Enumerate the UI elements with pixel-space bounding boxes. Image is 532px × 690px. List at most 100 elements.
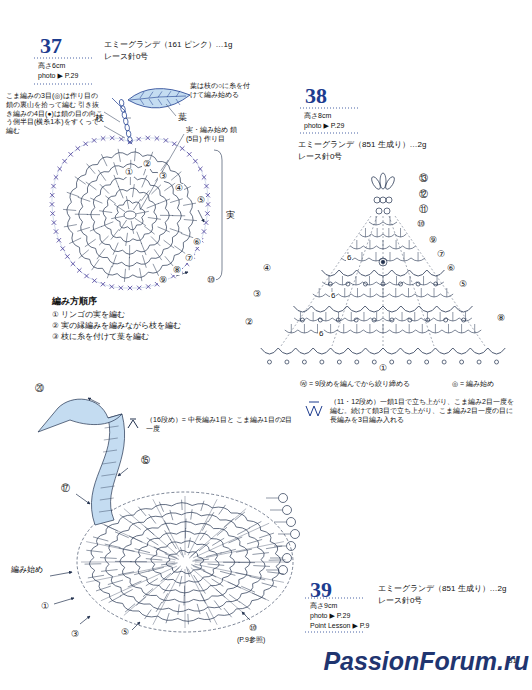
single-crochet-mark [84, 274, 88, 278]
spec-text: 高さ6cm [38, 62, 65, 71]
picot [302, 360, 306, 364]
cone-stitch [414, 312, 415, 321]
cone-stitch [356, 240, 357, 249]
neck-stitch [99, 510, 113, 512]
swan-rib [124, 509, 179, 557]
direction-arrow [242, 612, 250, 620]
single-crochet-mark [101, 136, 105, 140]
spec-text: photo ▶ P.29 [310, 612, 350, 621]
callout-number: ② [244, 318, 254, 327]
swan-stitch-row-stitch [178, 604, 179, 614]
apple-stitch-row [172, 223, 179, 237]
swan-stitch-row-stitch [136, 597, 146, 606]
cone-stitch [319, 288, 320, 297]
apple-stitch-row-stitch [114, 162, 118, 175]
single-crochet-mark [52, 220, 56, 224]
swan-stitch-row-stitch [161, 563, 177, 565]
cone-stitch [369, 276, 370, 285]
leader-line [104, 126, 125, 138]
apple-stitch-row-stitch [135, 148, 136, 161]
swan-stitch-row-stitch [220, 549, 236, 553]
picot [460, 360, 464, 364]
swan-stitch-row-stitch [85, 563, 102, 564]
start-mark [379, 258, 387, 266]
swan-head [38, 399, 122, 432]
apple-stitch-row [173, 194, 179, 208]
cone-stitch [365, 228, 366, 237]
cone-stitch [357, 288, 358, 297]
cone-stitch-row [311, 306, 329, 312]
hook-spec: レース針0号 [378, 596, 422, 606]
swan-stitch-row-stitch [266, 546, 282, 549]
swan-stitch-row-stitch [165, 554, 179, 560]
cone-stitch [325, 312, 326, 321]
single-crochet-mark [198, 167, 202, 171]
neck-stitch [103, 450, 117, 452]
cone-stitch-row [383, 306, 401, 312]
apple-stitch-row [120, 222, 128, 228]
apple-stitch-row-stitch [153, 264, 159, 276]
swan-stitch-row-stitch [229, 594, 240, 602]
swan-stitch-row-stitch [208, 564, 225, 565]
cone-stitch-row [293, 306, 311, 312]
swan-stitch-row [153, 564, 161, 573]
neck-stitch [105, 426, 119, 428]
tail-picot [283, 554, 292, 563]
cone-stitch-row [419, 306, 437, 312]
swan-neck [91, 414, 124, 525]
single-crochet-mark [202, 229, 206, 233]
row-count: 6 [330, 292, 336, 300]
cone-stitch [422, 324, 423, 333]
swan-stitch-row [167, 542, 182, 547]
cone-stitch [446, 288, 447, 297]
top-petal [384, 175, 396, 190]
swan-stitch-row [121, 588, 134, 597]
cone-stitch [435, 324, 436, 333]
apple-stitch-row-stitch [64, 225, 77, 227]
cone-stitch-row [322, 270, 340, 276]
swan-rib [193, 523, 269, 558]
single-crochet-mark [51, 184, 55, 188]
swan-rib [188, 569, 217, 625]
neck-stitch [100, 498, 114, 500]
starting-chain-ring [124, 211, 136, 219]
apple-stitch-row-stitch [111, 216, 124, 219]
swan-stitch-row [109, 594, 122, 604]
apple-stitch-row [150, 185, 160, 195]
cone-stitch-row [401, 306, 419, 312]
spec-text: Point Lesson ▶ P.9 [310, 622, 369, 631]
single-crochet-mark [193, 159, 197, 163]
callout-number: ④ [174, 184, 184, 193]
swan-stitch-row-stitch [247, 539, 262, 543]
tail-picot [287, 542, 296, 551]
apple-outline [52, 138, 208, 288]
apple-stitch-row-stitch [126, 196, 129, 209]
cone-stitch [343, 324, 344, 333]
swan-rib [195, 542, 284, 560]
cone-stitch [402, 312, 403, 321]
apple-stitch-row-stitch [114, 175, 119, 187]
apple-stitch-row [149, 201, 155, 213]
apple-stitch-row-stitch [118, 186, 123, 198]
apple-stitch-row-stitch [131, 221, 134, 234]
cone-stitch [395, 288, 396, 297]
apple-stitch-row [137, 178, 150, 185]
swan-stitch-row-stitch [239, 602, 250, 610]
apple-stitch-row-stitch [172, 215, 185, 216]
cone-stitch [338, 312, 339, 321]
callout-number: ⑮ [140, 456, 151, 465]
cone-stitch-row [365, 306, 383, 312]
apple-stitch-row-stitch [129, 257, 130, 270]
cone-stitch-row [347, 306, 365, 312]
swan-stitch-row-stitch [119, 548, 135, 551]
bead-stitch [380, 197, 386, 203]
apple-stitch-row-stitch [92, 259, 100, 270]
apple-stitch-row-stitch [112, 255, 116, 267]
tail-chain [274, 546, 286, 547]
swan-rib [188, 499, 217, 555]
swan-stitch-row-stitch [185, 519, 186, 529]
apple-stitch-row-stitch [107, 266, 111, 278]
apple-stitch-row-stitch [142, 175, 147, 187]
apple-stitch-row-stitch [161, 160, 169, 171]
direction-arrow [118, 468, 128, 476]
